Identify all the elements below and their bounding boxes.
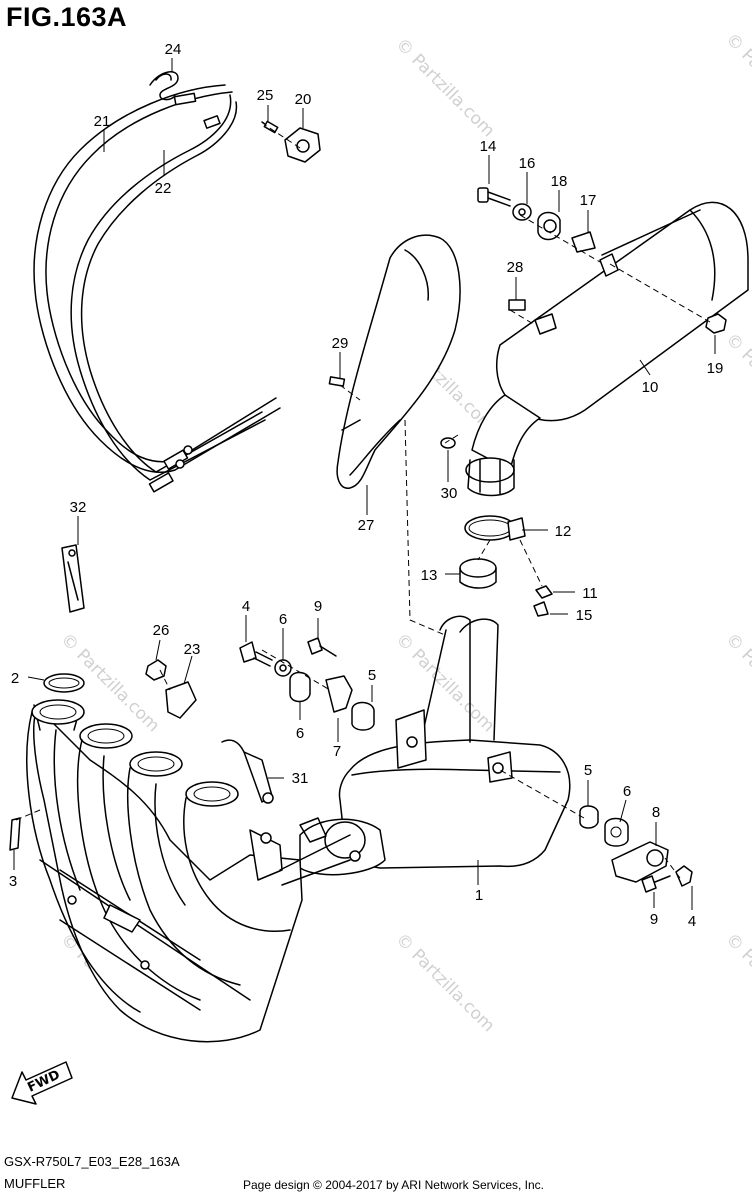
bracket-23 bbox=[165, 681, 197, 719]
callout-5[interactable]: 5 bbox=[584, 762, 592, 779]
callout-31[interactable]: 31 bbox=[292, 770, 309, 787]
rubber-28 bbox=[508, 299, 526, 311]
callout-23[interactable]: 23 bbox=[184, 641, 201, 658]
callout-9[interactable]: 9 bbox=[314, 598, 322, 615]
callout-6[interactable]: 6 bbox=[623, 783, 631, 800]
callout-4[interactable]: 4 bbox=[242, 598, 250, 615]
muffler-body bbox=[465, 201, 749, 497]
callout-20[interactable]: 20 bbox=[295, 91, 312, 108]
callout-27[interactable]: 27 bbox=[358, 517, 375, 534]
callout-12[interactable]: 12 bbox=[555, 523, 572, 540]
callout-21[interactable]: 21 bbox=[94, 113, 111, 130]
callout-labels: 24 25 20 21 22 14 16 18 17 28 29 19 10 3… bbox=[9, 41, 724, 930]
cable-clip bbox=[149, 71, 179, 101]
callout-10[interactable]: 10 bbox=[642, 379, 659, 396]
exhaust-chamber bbox=[299, 615, 571, 876]
callout-22[interactable]: 22 bbox=[155, 180, 172, 197]
callout-15[interactable]: 15 bbox=[576, 607, 593, 624]
watermark-text: © Partzilla.com bbox=[721, 629, 752, 736]
callout-19[interactable]: 19 bbox=[707, 360, 724, 377]
callout-14[interactable]: 14 bbox=[480, 138, 497, 155]
muffler-mount-hardware bbox=[477, 187, 596, 253]
callout-4[interactable]: 4 bbox=[688, 913, 696, 930]
bolt-11 bbox=[535, 585, 553, 599]
fwd-arrow: FWD bbox=[11, 1061, 73, 1105]
watermark-text: © Partzilla.com bbox=[721, 329, 752, 436]
o2-sensor bbox=[221, 739, 274, 804]
heat-shield bbox=[336, 234, 461, 489]
watermark-text: © Partzilla.com bbox=[721, 29, 752, 136]
watermark-text: © Partzilla.com bbox=[721, 929, 752, 1036]
diagram-code: GSX-R750L7_E03_E28_163A bbox=[4, 1154, 180, 1169]
callout-6[interactable]: 6 bbox=[279, 611, 287, 628]
exhaust-valve-cables bbox=[33, 84, 281, 493]
assembly-lines bbox=[15, 124, 711, 879]
gasket-2 bbox=[43, 673, 85, 693]
bolt-and-pulley bbox=[261, 120, 321, 163]
callout-26[interactable]: 26 bbox=[153, 622, 170, 639]
nut-26 bbox=[145, 659, 167, 681]
callout-32[interactable]: 32 bbox=[70, 499, 87, 516]
callout-8[interactable]: 8 bbox=[652, 804, 660, 821]
callout-11[interactable]: 11 bbox=[582, 585, 598, 602]
callout-5[interactable]: 5 bbox=[368, 667, 376, 684]
watermark-text: © Partzilla.com bbox=[391, 929, 498, 1036]
callout-18[interactable]: 18 bbox=[551, 173, 568, 190]
callout-28[interactable]: 28 bbox=[507, 259, 524, 276]
callout-13[interactable]: 13 bbox=[421, 567, 438, 584]
nut-19 bbox=[705, 313, 727, 334]
bolt-29 bbox=[328, 376, 346, 387]
bolt-15 bbox=[533, 601, 549, 617]
callout-17[interactable]: 17 bbox=[580, 192, 597, 209]
callout-24[interactable]: 24 bbox=[165, 41, 182, 58]
callout-2[interactable]: 2 bbox=[11, 670, 19, 687]
callout-25[interactable]: 25 bbox=[257, 87, 274, 104]
washer-30 bbox=[440, 437, 456, 449]
callout-9[interactable]: 9 bbox=[650, 911, 658, 928]
callout-7[interactable]: 7 bbox=[333, 743, 341, 760]
watermark-text: © Partzilla.com bbox=[391, 34, 498, 141]
diagram-name: MUFFLER bbox=[4, 1176, 66, 1191]
gasket-13 bbox=[459, 558, 497, 589]
leader-lines bbox=[13, 58, 716, 910]
left-mount-hardware bbox=[239, 637, 375, 731]
copyright-notice: Page design © 2004-2017 by ARI Network S… bbox=[243, 1178, 545, 1192]
callout-30[interactable]: 30 bbox=[441, 485, 458, 502]
figure-title: FIG.163A bbox=[6, 2, 128, 32]
right-mount-hardware bbox=[579, 805, 693, 893]
exhaust-clamp bbox=[464, 515, 526, 541]
callout-29[interactable]: 29 bbox=[332, 335, 349, 352]
callout-1[interactable]: 1 bbox=[475, 887, 483, 904]
callout-3[interactable]: 3 bbox=[9, 873, 17, 890]
exhaust-headers bbox=[26, 699, 351, 1043]
bracket-32 bbox=[61, 544, 85, 613]
callout-16[interactable]: 16 bbox=[519, 155, 536, 172]
stud-3 bbox=[9, 817, 21, 851]
callout-6[interactable]: 6 bbox=[296, 725, 304, 742]
